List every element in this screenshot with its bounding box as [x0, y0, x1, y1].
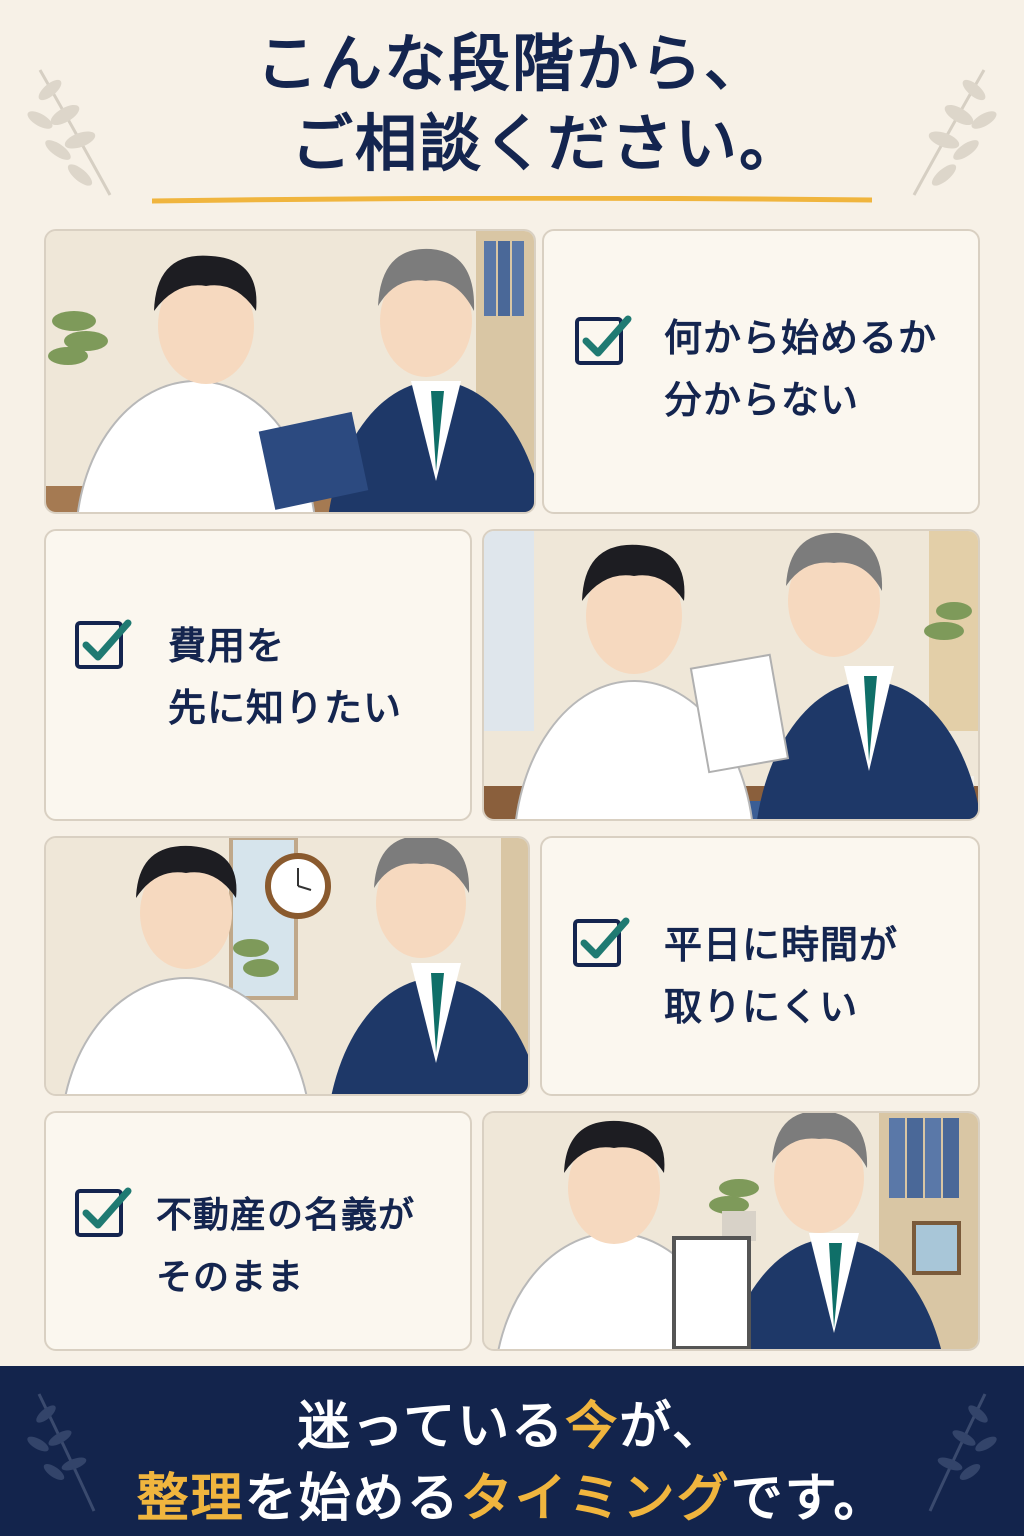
- consultation-scene-illustration: [484, 531, 978, 819]
- concern-4-line-2: そのまま: [156, 1257, 305, 1298]
- page-title: こんな段階から、 ご相談ください。: [0, 24, 1024, 184]
- checkbox-check-icon: [75, 619, 132, 669]
- consultation-scene-illustration: [46, 231, 534, 512]
- concern-2-line-2: 先に知りたい: [168, 686, 403, 730]
- laurel-left-top-icon: [27, 69, 112, 196]
- title-line-2: ご相談ください。: [290, 107, 803, 180]
- laurel-left-bottom-icon: [27, 1393, 96, 1512]
- footer-line-2-highlight-2: タイミング: [460, 1469, 731, 1529]
- concern-text-3: 平日に時間が 取りにくい: [664, 914, 898, 1038]
- title-underline: [152, 196, 872, 204]
- footer-line-1-part-c: が、: [619, 1397, 727, 1457]
- footer-line-1-part-a: 迷っている: [297, 1397, 566, 1457]
- illustration-consultation-3: [44, 836, 530, 1096]
- consultation-scene-illustration: [46, 838, 528, 1094]
- footer-line-2-part-d: です。: [730, 1469, 888, 1529]
- concern-text-1: 何から始めるか 分からない: [664, 307, 937, 431]
- footer-line-2-part-b: を始める: [244, 1469, 461, 1529]
- concern-card-4: 不動産の名義が そのまま: [44, 1111, 472, 1351]
- checkbox-check-icon: [573, 917, 630, 967]
- consultation-scene-illustration: [484, 1113, 978, 1349]
- footer-line-2: 整理を始めるタイミングです。: [0, 1456, 1024, 1531]
- concern-2-line-1: 費用を: [168, 624, 286, 668]
- illustration-consultation-1: [44, 229, 536, 514]
- footer-line-1: 迷っている今が、: [0, 1384, 1024, 1459]
- illustration-consultation-2: [482, 529, 980, 821]
- concern-1-line-1: 何から始めるか: [664, 316, 938, 360]
- laurel-right-bottom-icon: [928, 1393, 997, 1512]
- concern-3-line-1: 平日に時間が: [664, 923, 899, 967]
- laurel-right-top-icon: [912, 69, 997, 196]
- concern-1-line-2: 分からない: [664, 378, 860, 422]
- footer-banner: 迷っている今が、 整理を始めるタイミングです。: [0, 1366, 1024, 1536]
- concern-3-line-2: 取りにくい: [664, 985, 859, 1029]
- concern-card-1: 何から始めるか 分からない: [542, 229, 980, 514]
- illustration-consultation-4: [482, 1111, 980, 1351]
- concern-card-2: 費用を 先に知りたい: [44, 529, 472, 821]
- concern-text-4: 不動産の名義が そのまま: [156, 1185, 415, 1309]
- checkbox-check-icon: [575, 315, 632, 365]
- footer-line-1-highlight: 今: [565, 1397, 620, 1457]
- checkbox-check-icon: [75, 1187, 132, 1237]
- title-line-1: こんな段階から、: [255, 27, 768, 100]
- concern-text-2: 費用を 先に知りたい: [168, 615, 402, 739]
- concern-card-3: 平日に時間が 取りにくい: [540, 836, 980, 1096]
- footer-line-2-highlight-1: 整理: [136, 1469, 245, 1529]
- concern-4-line-1: 不動産の名義が: [156, 1195, 416, 1236]
